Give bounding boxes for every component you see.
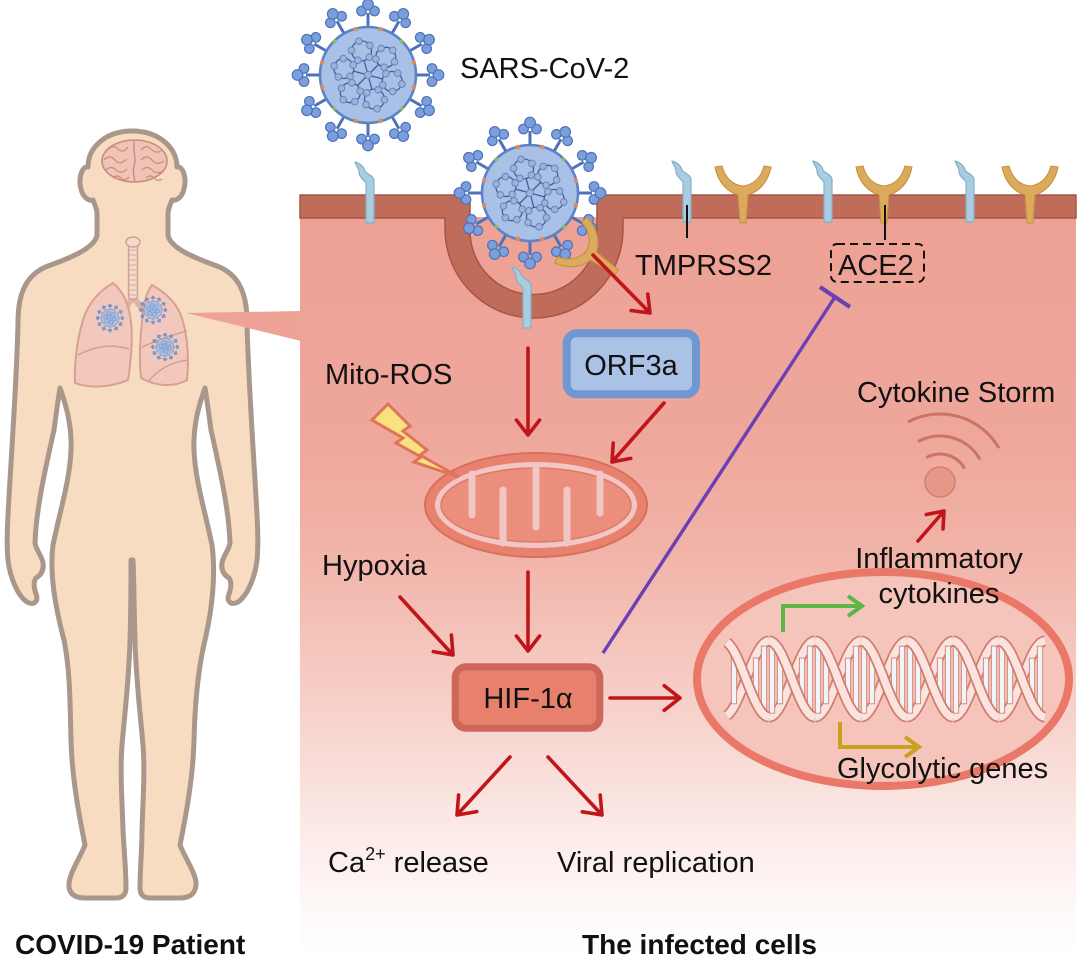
arrow-inflammatory-to-cytokine-storm <box>916 509 946 543</box>
label-glycolytic-genes: Glycolytic genes <box>837 753 1048 785</box>
cytokine-source <box>924 466 956 498</box>
dna-strand <box>814 637 862 721</box>
arrow-hif1a-to-ca-release <box>455 755 512 817</box>
transcription-arrow-inflammatory <box>781 594 866 632</box>
label-hypoxia: Hypoxia <box>322 550 428 582</box>
brain-midline <box>132 140 136 182</box>
arrow-hif1a-to-viral-replication <box>546 755 604 817</box>
dna-strand <box>860 637 908 721</box>
dna-base-pair <box>944 645 952 713</box>
brain-gyri <box>103 146 165 181</box>
trachea-rings <box>129 249 137 296</box>
signal-wave-3 <box>907 412 1000 449</box>
sars-cov-2-virion-icon <box>290 0 446 153</box>
ace2-dashed-box <box>830 243 925 283</box>
dna-strand <box>952 637 1000 721</box>
labels: SARS-CoV-2 TMPRSS2 ACE2 ORF3a Mito-ROS H… <box>15 53 1055 957</box>
dna-base-pair <box>998 644 1006 714</box>
transcription-arrow-glycolytic <box>838 722 923 759</box>
panel-title-infected-cells: The infected cells <box>582 929 817 957</box>
inhibition-t-bar <box>818 285 852 309</box>
dna-base-pair <box>760 645 768 713</box>
dna-base-pair <box>898 645 906 713</box>
arrow-orf3a-to-mitochondrion <box>610 401 666 464</box>
dna-strand <box>998 637 1046 721</box>
dna-base-pair <box>814 644 822 714</box>
dna-helix-icon <box>723 635 1046 723</box>
dna-strand <box>724 639 770 721</box>
larynx <box>125 236 141 248</box>
signal-wave-1 <box>925 452 966 470</box>
mitochondrion-icon <box>424 452 648 558</box>
mito-cristae <box>468 462 604 547</box>
trachea-tube <box>127 243 139 300</box>
dna-base-pair <box>768 644 776 714</box>
label-viral-replication: Viral replication <box>557 847 755 879</box>
pathway-arrows <box>398 253 946 817</box>
label-tmprss2: TMPRSS2 <box>635 250 772 282</box>
arrow-mitochondrion-to-hif1a <box>514 570 542 653</box>
dna-base-pair <box>952 644 960 714</box>
lungs-icon <box>73 236 189 388</box>
dna-base-pair <box>806 645 814 713</box>
label-orf3a: ORF3a <box>584 350 678 382</box>
inhibition-line <box>601 296 837 654</box>
label-ace2: ACE2 <box>838 250 914 282</box>
trachea-icon <box>125 236 141 300</box>
callout-wedge <box>186 311 301 341</box>
arrow-hypoxia-to-hif1a <box>398 595 455 657</box>
dna-front-strands <box>723 635 1046 723</box>
dna-strand <box>906 637 954 721</box>
label-inflammatory-cytokines-line2: cytokines <box>879 578 1000 610</box>
label-inflammatory-cytokines-line1: Inflammatory <box>855 543 1023 575</box>
label-hif1a: HIF-1α <box>483 683 572 715</box>
label-sars-cov-2: SARS-CoV-2 <box>460 53 629 85</box>
panel-title-patient: COVID-19 Patient <box>15 929 245 957</box>
inhibition-hif1a-to-ace2 <box>601 285 852 654</box>
ca-charge-superscript: 2+ <box>365 844 386 864</box>
human-body-icon <box>4 128 261 901</box>
dna-base-pair <box>990 645 998 713</box>
hif1a-node <box>451 663 604 732</box>
label-ca-release: Ca2+ release <box>328 844 489 879</box>
body-outline <box>4 128 261 901</box>
label-cytokine-storm: Cytokine Storm <box>857 377 1055 409</box>
dna-base-pair <box>906 644 914 714</box>
cytokine-signal-icon <box>907 412 1000 498</box>
ca-symbol: Ca <box>328 847 366 879</box>
ca-release-text: release <box>386 847 489 879</box>
dna-strand <box>768 637 816 721</box>
arrow-entry-to-orf3a <box>591 253 652 315</box>
dna-base-pair <box>1036 645 1044 713</box>
lightning-bolt-icon <box>369 401 460 479</box>
dna-base-pair <box>860 644 868 714</box>
orf3a-node <box>562 329 701 399</box>
arrow-hif1a-to-nucleus <box>608 683 682 713</box>
dna-base-pair <box>852 645 860 713</box>
arrow-entry-to-mitochondrion <box>514 346 542 437</box>
label-mito-ros: Mito-ROS <box>325 359 452 391</box>
brain-icon <box>101 139 168 183</box>
nucleus-icon <box>693 568 1073 790</box>
signal-wave-2 <box>917 434 981 460</box>
